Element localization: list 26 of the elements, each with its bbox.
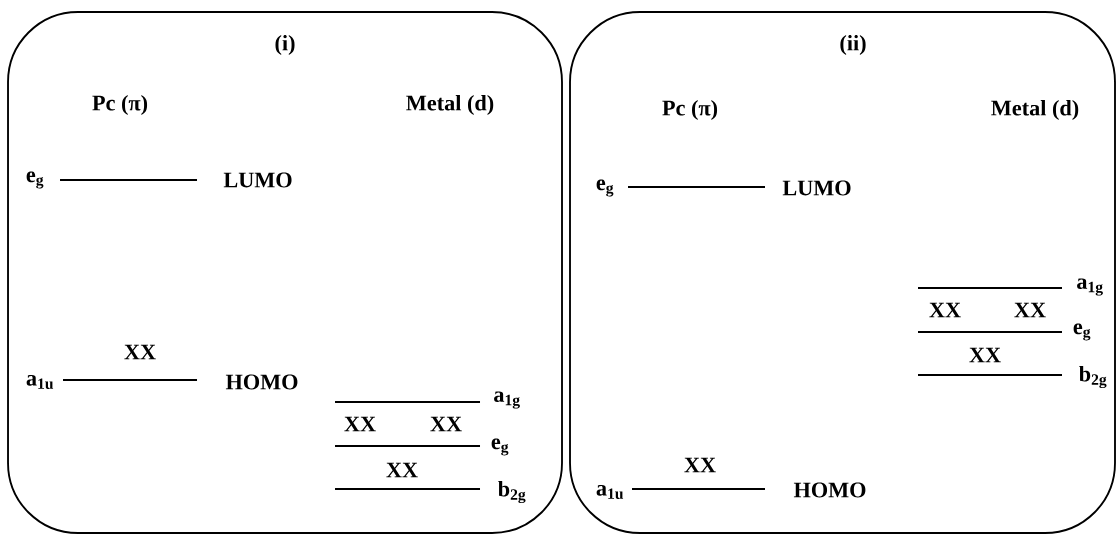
level-label: LUMO (223, 172, 292, 188)
level-label: XX (124, 344, 156, 360)
level-label: Metal (d) (991, 99, 1079, 121)
level-label: HOMO (793, 482, 866, 498)
level-label: a$_{1u}$ (26, 375, 54, 389)
level-label: e$_{g}$ (26, 171, 44, 189)
level-label: a$_{1g}$ (1077, 278, 1103, 296)
level-label: XX (929, 302, 961, 318)
level-label: b$_{2g}$ (1079, 365, 1107, 389)
level-label: XX (430, 416, 462, 432)
level-label: XX (684, 457, 716, 473)
level-label: XX (969, 347, 1001, 363)
level-label: b$_{2g}$ (498, 480, 526, 504)
level-label: e$_{g}$ (491, 438, 509, 456)
level-label: HOMO (225, 374, 298, 390)
level-label: Metal (d) (406, 94, 494, 116)
level-label: XX (1014, 302, 1046, 318)
level-label: a$_{1g}$ (494, 391, 520, 409)
level-label: e$_{g}$ (596, 179, 614, 197)
level-label: e$_{g}$ (1073, 323, 1091, 341)
level-label: Pc (π) (92, 94, 148, 116)
level-label: XX (344, 416, 376, 432)
level-label: a$_{1u}$ (596, 485, 624, 499)
level-label: Pc (π) (662, 99, 718, 121)
level-label: LUMO (782, 180, 851, 196)
level-label: XX (386, 462, 418, 478)
